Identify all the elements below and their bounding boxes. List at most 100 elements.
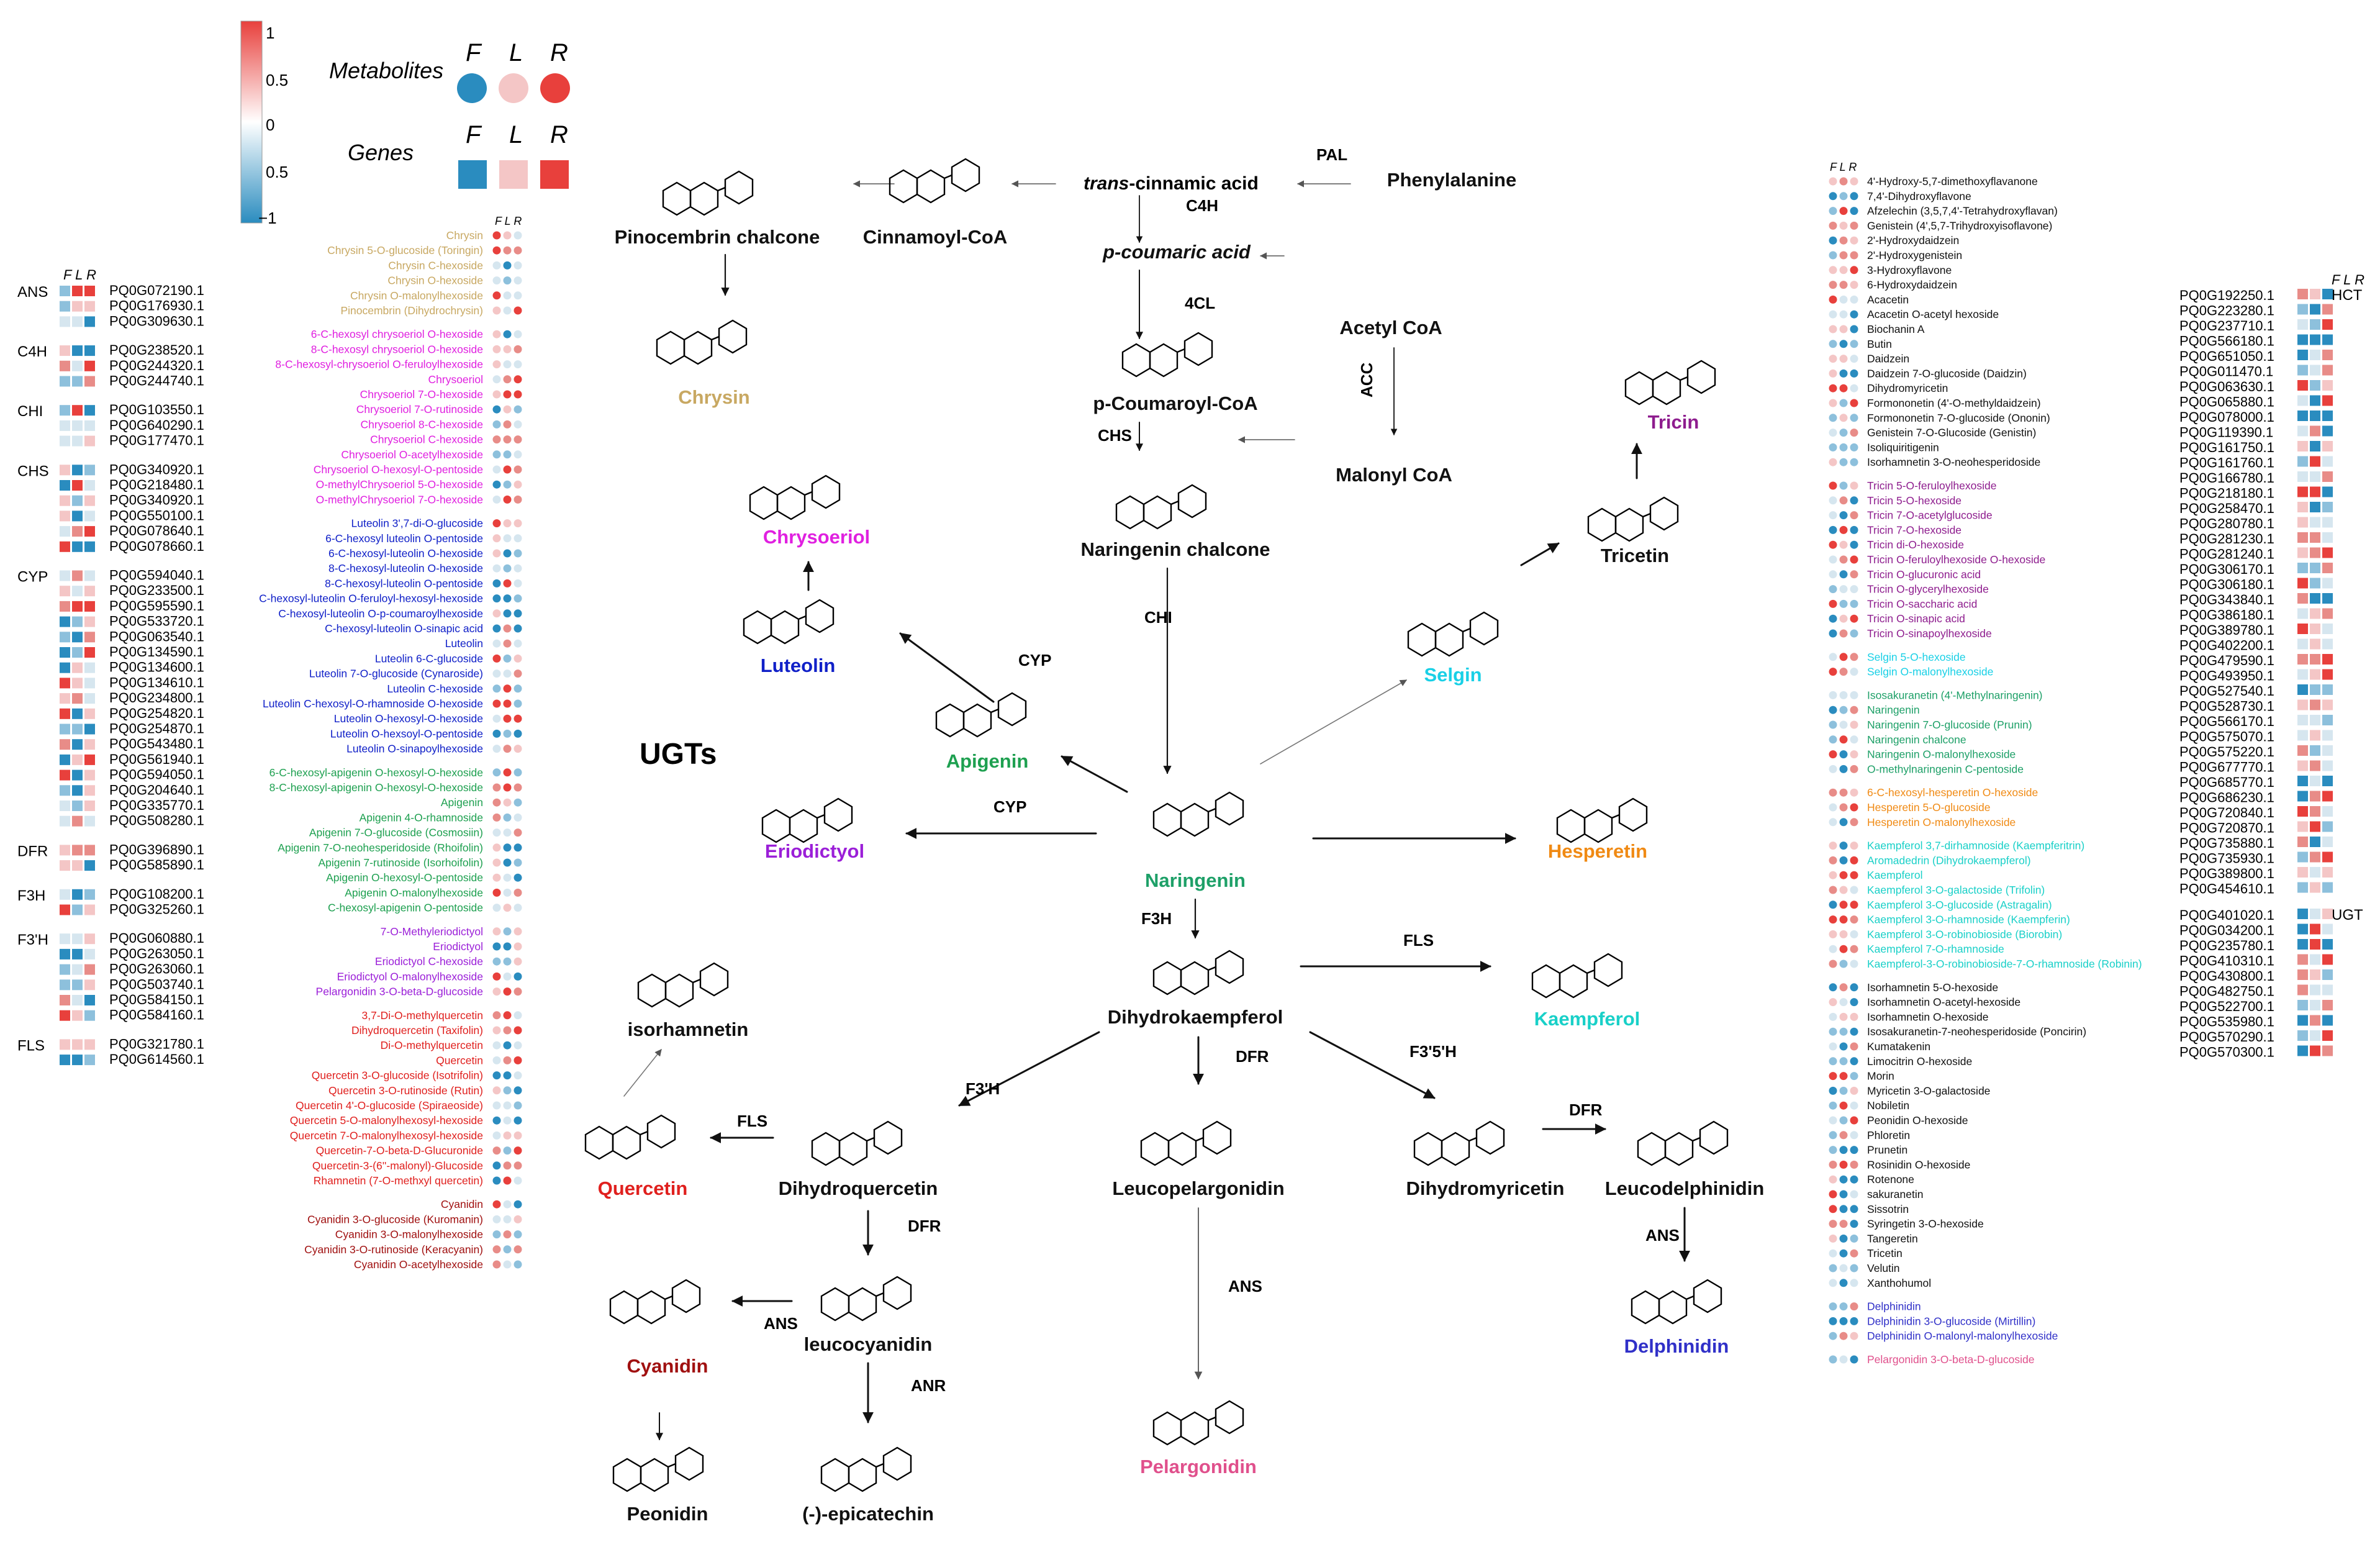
metabolite-cell [1850,629,1858,638]
metabolite-cell [1850,915,1858,924]
gene-cell [2322,984,2333,996]
metabolite-cell [503,942,512,951]
gene-id: PQ0G321780.1 [109,1036,204,1051]
gene-cell [2297,334,2308,345]
gene-family-label: FLS [17,1037,45,1054]
metabolite-cell [1829,788,1837,797]
gene-cell [60,586,70,597]
gene-cell [2322,669,2333,680]
enzyme-label: F3'H [966,1079,1000,1098]
metabolite-name: Di-O-methylquercetin [381,1039,483,1051]
metabolite-cell [1850,1279,1858,1287]
metabolite-cell [1839,871,1848,879]
legend-letter-l-1: L [509,39,523,66]
legend-letter-f-1: F [466,39,482,66]
colorbar-tick-2: 0.5 [266,71,288,89]
gene-cell [2322,334,2333,345]
gene-cell [2322,547,2333,558]
metabolite-cell [1829,570,1837,579]
metabolite-cell [1829,355,1837,363]
metabolite-name: Phloretin [1867,1129,1910,1141]
metabolite-cell [1850,599,1858,608]
metabolite-name: Naringenin O-malonylhexoside [1867,748,2016,761]
metabolite-name: Cyanidin 3-O-rutinoside (Keracyanin) [304,1243,483,1256]
metabolite-cell [1850,1234,1858,1243]
metabolite-cell [503,276,512,285]
metabolite-cell [1839,555,1848,564]
metabolite-name: 3-Hydroxyflavone [1867,264,1952,276]
compound-label: Quercetin [598,1177,688,1199]
gene-id: PQ0G508280.1 [109,813,204,828]
metabolite-name: Syringetin 3-O-hexoside [1867,1218,1984,1230]
metabolite-name: Kumatakenin [1867,1040,1930,1053]
gene-family-label: CYP [17,569,48,586]
metabolite-name: Hesperetin O-malonylhexoside [1867,816,2016,828]
gene-id: PQ0G034200.1 [2179,923,2274,938]
metabolite-cell [1839,998,1848,1007]
metabolite-name: Tricetin [1867,1247,1903,1259]
metabolite-name: Delphinidin 3-O-glucoside (Mirtillin) [1867,1315,2035,1327]
gene-id: PQ0G072190.1 [109,283,204,298]
gene-cell [2310,837,2320,847]
color-legend: 1 0.5 0 0.5 −1 F L R Metabolites F L R G… [240,20,570,227]
metabolite-name: Chrysoeriol 7-O-rutinoside [356,403,483,415]
metabolite-cell [1829,764,1837,773]
metabolite-cell [492,873,501,882]
gene-cell [2322,350,2333,360]
metabolite-cell [492,435,501,444]
metabolite-name: Isoliquiritigenin [1867,441,1939,453]
gene-cell [60,1039,70,1050]
molecule-pinocembrin-chalcone [662,170,754,216]
metabolite-cell [492,1026,501,1035]
gene-id: PQ0G218180.1 [2179,486,2274,501]
metabolite-cell [1850,481,1858,490]
metabolite-cell [514,783,522,792]
gene-cell [84,360,95,371]
gene-cell [72,785,83,796]
metabolite-name: Genistein (4',5,7-Trihydroxyisoflavone) [1867,219,2052,232]
metabolite-cell [1829,735,1837,744]
metabolite-name: Tricin O-saccharic acid [1867,597,1977,610]
molecule-leucocyanidin [820,1276,912,1322]
gene-cell [2310,684,2320,695]
molecule-delphinidin [1631,1279,1722,1325]
arrow-dhk-dihydromyricetin [1309,1031,1436,1099]
metabolite-cell [514,714,522,723]
gene-cell [72,889,83,900]
metabolite-cell [1839,842,1848,850]
metabolite-name: Eriodictyol O-malonylhexoside [337,970,483,982]
gene-cell [2297,1030,2308,1041]
metabolite-cell [503,1101,512,1110]
gene-cell [2310,456,2320,467]
gene-id: PQ0G402200.1 [2179,638,2274,653]
gene-cell [84,724,95,735]
molecule-dihydrokaempferol [1152,950,1244,996]
gene-cell [60,465,70,476]
metabolite-cell [1829,998,1837,1007]
metabolite-cell [514,390,522,399]
metabolite-cell [492,1056,501,1064]
metabolite-cell [492,246,501,255]
gene-cell [2310,1000,2320,1010]
metabolite-cell [1829,818,1837,827]
gene-cell [2297,593,2308,604]
metabolite-name: Tricin O-sinapoylhexoside [1867,627,1992,640]
molecule-isorhamnetin [637,962,729,1008]
metabolite-cell [492,654,501,663]
metabolite-cell [1829,325,1837,333]
metabolite-cell [1829,1332,1837,1340]
gene-id: PQ0G244320.1 [109,358,204,373]
metabolite-name: Quercetin-7-O-beta-D-Glucuronide [316,1145,483,1157]
gene-cell [84,708,95,719]
metabolite-cell [1850,1264,1858,1273]
compound-label: (-)-epicatechin [802,1503,934,1525]
gene-id: PQ0G263050.1 [109,946,204,961]
metabolite-name: Dihydroquercetin (Taxifolin) [351,1024,483,1037]
metabolite-cell [503,435,512,444]
gene-cell [84,860,95,871]
gene-cell [2310,1045,2320,1056]
metabolite-cell [514,579,522,587]
metabolite-cell [503,957,512,966]
gene-id: PQ0G233500.1 [109,583,204,598]
